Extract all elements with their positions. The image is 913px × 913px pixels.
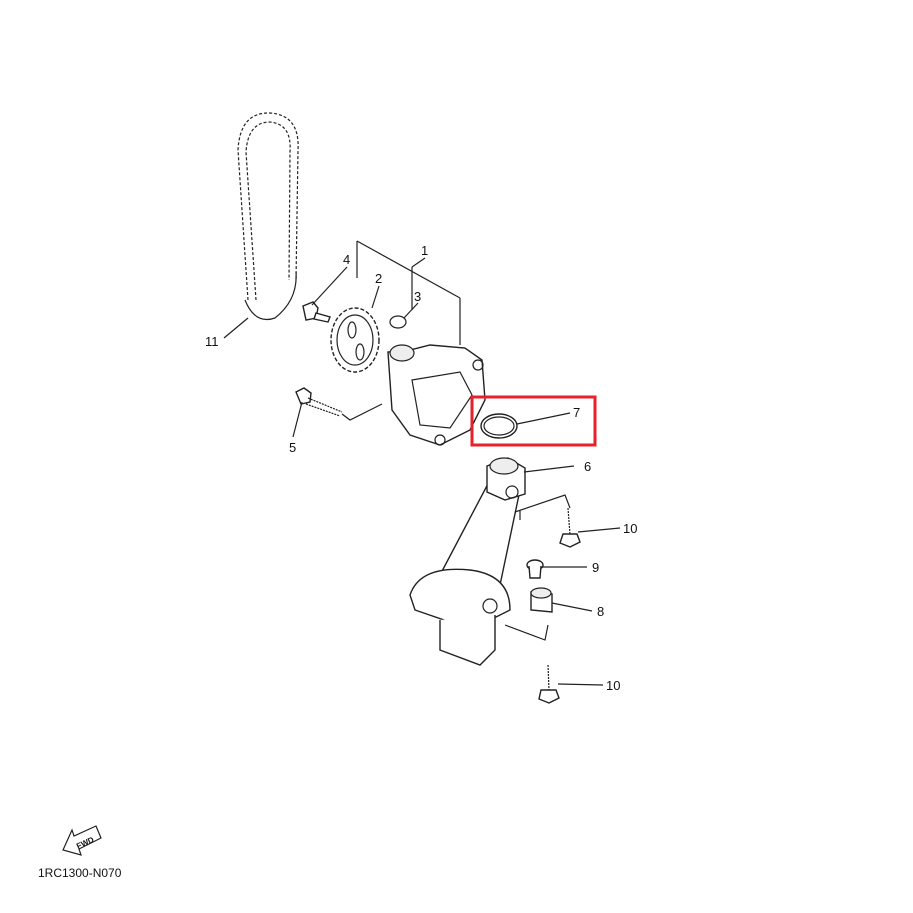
callout-6[interactable]: 6 (584, 459, 591, 474)
callout-2[interactable]: 2 (375, 271, 382, 286)
bolt-10-lower[interactable] (538, 664, 560, 704)
callout-10-upper[interactable]: 10 (623, 521, 637, 536)
diagram-code: 1RC1300-N070 (38, 866, 122, 880)
callout-5[interactable]: 5 (289, 440, 296, 455)
circlip-3[interactable] (389, 315, 407, 329)
o-ring-7[interactable] (480, 413, 518, 439)
bolt-4[interactable] (302, 301, 331, 323)
callout-11[interactable]: 11 (205, 334, 219, 349)
bolt-5[interactable] (295, 387, 383, 421)
fwd-arrow-icon: FWD (62, 825, 102, 856)
callout-9[interactable]: 9 (592, 560, 599, 575)
oil-pump-assembly[interactable] (387, 344, 486, 446)
strainer-6[interactable] (409, 457, 526, 666)
callout-3[interactable]: 3 (414, 289, 421, 304)
callout-10-lower[interactable]: 10 (606, 678, 620, 693)
cam-chain[interactable] (237, 112, 299, 321)
group-bracket (356, 240, 461, 345)
highlight-box (470, 395, 597, 447)
sprocket-2[interactable] (330, 307, 380, 373)
callout-1[interactable]: 1 (421, 243, 428, 258)
grommet-8[interactable] (530, 587, 553, 613)
collar-9[interactable] (526, 559, 544, 579)
callout-8[interactable]: 8 (597, 604, 604, 619)
bolt-10-upper[interactable] (559, 507, 581, 548)
callout-7[interactable]: 7 (573, 405, 580, 420)
callout-4[interactable]: 4 (343, 252, 350, 267)
leader-lines (223, 257, 621, 686)
